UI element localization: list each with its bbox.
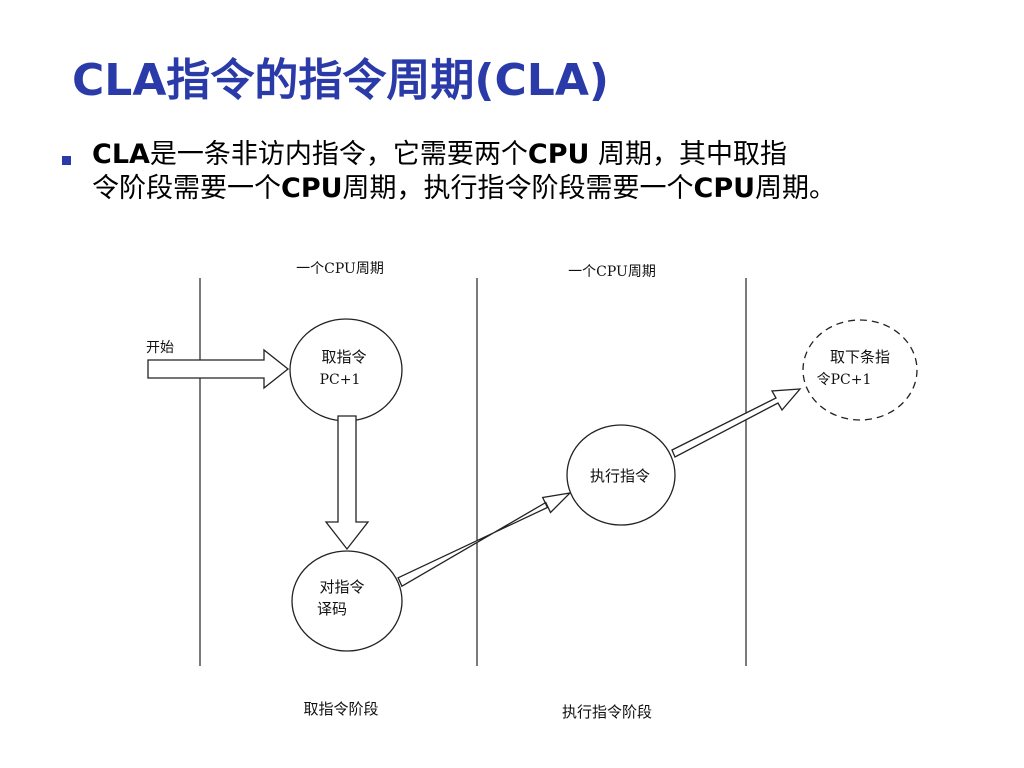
bullet-text: 周期，执行指令阶段需要一个: [342, 173, 694, 204]
slide-title: CLA指令的指令周期(CLA): [72, 55, 609, 106]
fetch-node-label: PC+1: [320, 372, 361, 388]
cycle-label-1: 一个CPU周期: [296, 261, 384, 277]
fetch-to-decode-arrow: [324, 415, 370, 551]
phase-label-fetch: 取指令阶段: [303, 700, 378, 718]
bullet-text-bold: CPU: [527, 139, 590, 170]
decode-node-label: 对指令: [319, 578, 364, 596]
decode-to-execute-arrow: [397, 492, 572, 588]
start-arrow: [147, 348, 290, 390]
decode-node-label: 译码: [317, 600, 347, 618]
next-fetch-node-label: 令PC+1: [817, 372, 872, 388]
start-label: 开始: [146, 340, 174, 356]
bullet-square-icon: [62, 156, 71, 165]
bullet-text: 令阶段需要一个: [92, 173, 281, 204]
fetch-node: [289, 318, 403, 422]
bullet-text-bold: CPU: [693, 173, 756, 204]
execute-node-label: 执行指令: [590, 467, 650, 485]
next-fetch-node-label: 取下条指: [830, 348, 890, 366]
bullet-text: 是一条非访内指令，它需要两个: [149, 139, 528, 170]
next-fetch-node: [802, 319, 918, 421]
execute-to-next-arrow: [671, 388, 802, 458]
bullet-text-bold: CPU: [281, 173, 343, 204]
bullet-text: 周期。: [755, 173, 837, 204]
fetch-node-label: 取指令: [321, 348, 366, 366]
bullet-text-bold: CLA: [92, 139, 150, 170]
bullet-text: 周期，其中取指: [589, 139, 788, 170]
bullet-paragraph: CLA是一条非访内指令，它需要两个CPU 周期，其中取指令阶段需要一个CPU周期…: [92, 138, 1012, 206]
execute-node: [566, 424, 676, 526]
phase-label-execute: 执行指令阶段: [562, 703, 652, 721]
cycle-label-2: 一个CPU周期: [568, 264, 656, 280]
decode-node: [291, 550, 403, 652]
